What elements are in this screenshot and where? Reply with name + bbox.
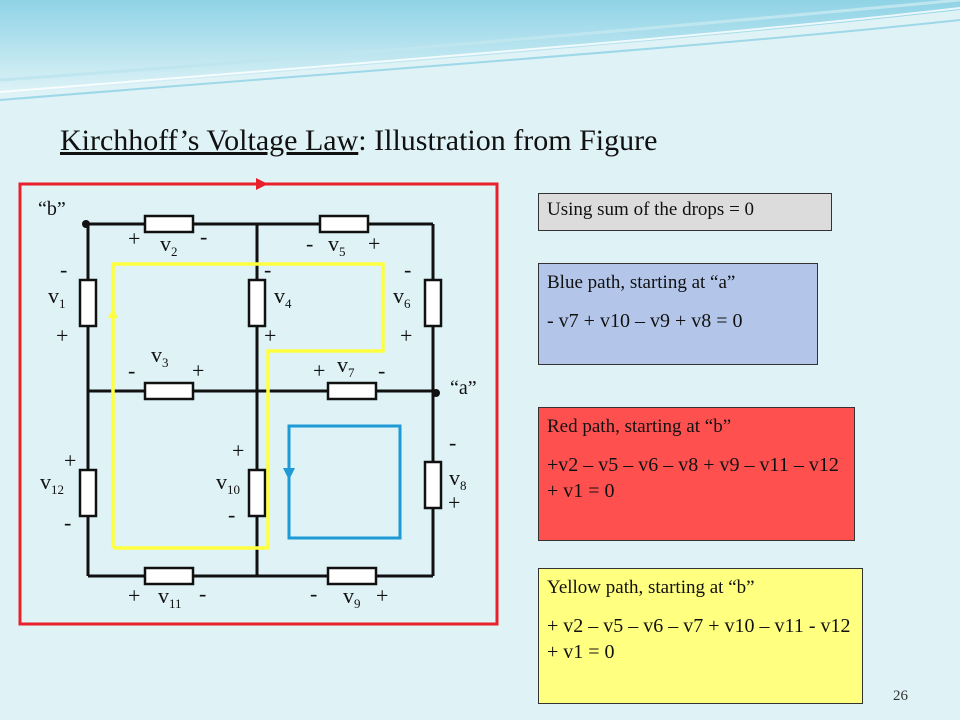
page-title: Kirchhoff’s Voltage Law: Illustration fr… xyxy=(60,124,658,157)
label-v11: v11 xyxy=(158,583,182,611)
svg-text:-: - xyxy=(60,257,67,282)
resistor-v11 xyxy=(143,566,195,586)
label-v2: v2 xyxy=(160,231,178,259)
svg-text:-: - xyxy=(264,257,271,282)
node-label-b: “b” xyxy=(38,198,66,220)
svg-text:-: - xyxy=(64,510,71,535)
resistor-v1 xyxy=(78,278,98,328)
label-v5: v5 xyxy=(328,231,346,259)
svg-text:+: + xyxy=(128,226,140,251)
resistor-v7 xyxy=(326,381,378,401)
blue-path-box: Blue path, starting at “a” - v7 + v10 – … xyxy=(538,263,818,365)
svg-text:+: + xyxy=(56,323,68,348)
svg-text:+: + xyxy=(64,448,76,473)
svg-text:-: - xyxy=(228,502,235,527)
label-v4: v4 xyxy=(274,283,292,311)
resistor-v12 xyxy=(78,468,98,518)
blue-path-arrow-icon xyxy=(283,468,295,480)
label-v10: v10 xyxy=(216,469,240,497)
red-path-equation: +v2 – v5 – v6 – v8 + v9 – v11 – v12 + v1… xyxy=(547,454,839,502)
label-v12: v12 xyxy=(40,469,64,497)
yellow-path-equation: + v2 – v5 – v6 – v7 + v10 – v11 - v12 + … xyxy=(547,615,851,663)
node-b-dot xyxy=(82,220,90,228)
svg-text:-: - xyxy=(404,257,411,282)
resistor-v9 xyxy=(326,566,378,586)
svg-text:+: + xyxy=(313,358,325,383)
label-v1: v1 xyxy=(48,283,66,311)
label-v7: v7 xyxy=(337,352,355,380)
svg-text:+: + xyxy=(400,323,412,348)
blue-path-heading: Blue path, starting at “a” xyxy=(547,272,736,293)
resistor-v5 xyxy=(318,214,370,234)
svg-text:+: + xyxy=(264,323,276,348)
page-number: 26 xyxy=(893,688,908,704)
node-label-a: “a” xyxy=(450,377,477,399)
svg-text:+: + xyxy=(192,358,204,383)
yellow-path xyxy=(108,262,385,550)
circuit-diagram: “b” “a” v2 v5 v1 v4 v6 v3 v7 v8 v12 v10 … xyxy=(18,178,499,626)
resistor-v4 xyxy=(247,278,267,328)
label-v9: v9 xyxy=(343,583,361,611)
resistor-v10 xyxy=(247,468,267,518)
yellow-path-box: Yellow path, starting at “b” + v2 – v5 –… xyxy=(538,568,863,704)
svg-text:-: - xyxy=(199,581,206,606)
yellow-path-arrow-icon xyxy=(108,308,118,318)
label-v8: v8 xyxy=(449,465,467,493)
svg-text:-: - xyxy=(128,358,135,383)
resistor-v2 xyxy=(143,214,195,234)
blue-path xyxy=(283,424,402,540)
svg-text:-: - xyxy=(378,358,385,383)
rule-box: Using sum of the drops = 0 xyxy=(538,193,832,231)
svg-text:+: + xyxy=(232,438,244,463)
polarity-signs: +- -+ --- +++ -+ +- -+ +- +- +- -+ xyxy=(56,224,460,608)
resistor-v6 xyxy=(423,278,443,328)
red-path-box: Red path, starting at “b” +v2 – v5 – v6 … xyxy=(538,407,855,541)
red-path-arrow-icon xyxy=(256,178,268,190)
rule-text: Using sum of the drops = 0 xyxy=(547,199,755,220)
svg-text:-: - xyxy=(306,231,313,256)
red-path-heading: Red path, starting at “b” xyxy=(547,416,732,437)
blue-path-equation: - v7 + v10 – v9 + v8 = 0 xyxy=(547,310,743,332)
svg-text:-: - xyxy=(200,224,207,249)
background-wave xyxy=(0,0,960,101)
label-v3: v3 xyxy=(151,342,169,370)
svg-text:+: + xyxy=(128,583,140,608)
svg-text:-: - xyxy=(449,430,456,455)
red-path xyxy=(18,178,499,626)
svg-text:+: + xyxy=(368,231,380,256)
yellow-path-heading: Yellow path, starting at “b” xyxy=(547,577,755,598)
label-v6: v6 xyxy=(393,283,411,311)
resistor-v8 xyxy=(423,460,443,510)
svg-text:-: - xyxy=(310,581,317,606)
node-a-dot xyxy=(432,389,440,397)
svg-text:+: + xyxy=(376,583,388,608)
resistor-v3 xyxy=(143,381,195,401)
svg-text:+: + xyxy=(448,490,460,515)
